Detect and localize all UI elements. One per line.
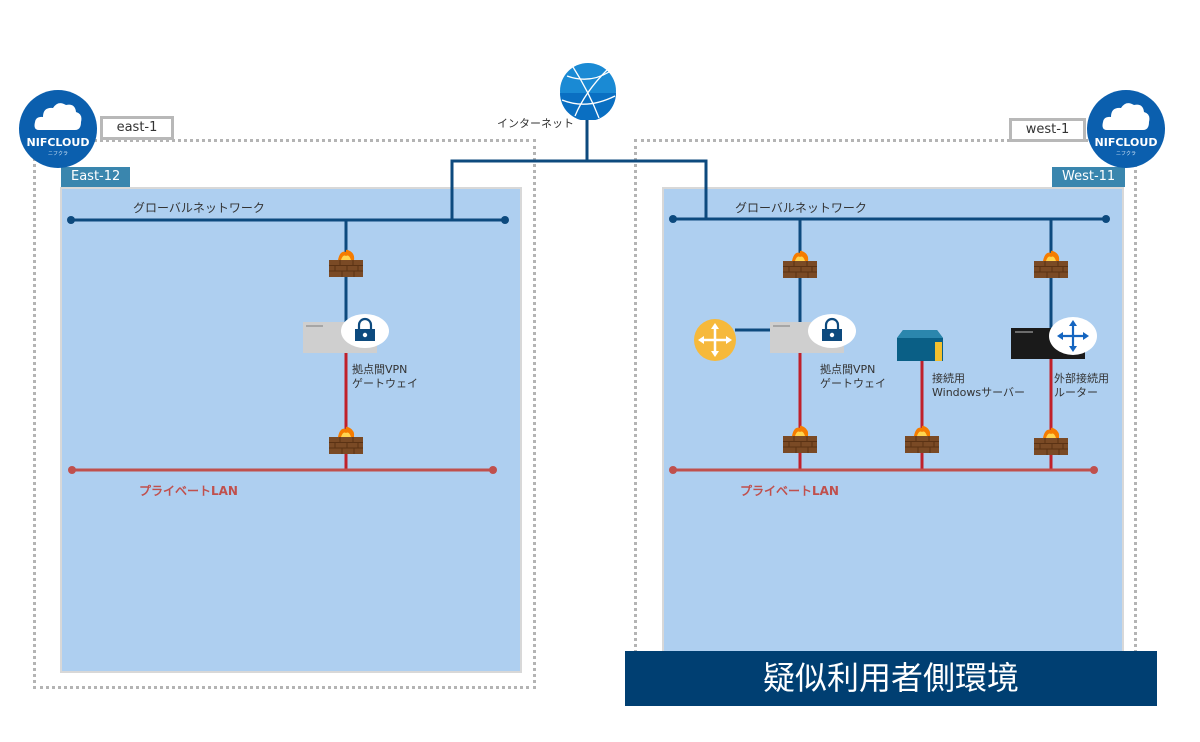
router-icon	[694, 319, 736, 361]
east-private-endpoint-right	[489, 466, 497, 474]
logo-brand: NIFCLOUD	[1094, 136, 1158, 149]
region-label-west: west-1	[1009, 118, 1086, 142]
west-windows-server-label: 接続用 Windowsサーバー	[932, 372, 1025, 400]
east-private-lan-label: プライベートLAN	[139, 484, 238, 498]
label-line2: Windowsサーバー	[932, 386, 1025, 399]
region-east-boundary	[33, 139, 536, 689]
label-line2: ゲートウェイ	[352, 377, 418, 390]
firewall-icon	[783, 250, 817, 278]
pseudo-user-environment-banner: 疑似利用者側環境	[625, 651, 1157, 706]
east-vpn-gateway-label: 拠点間VPN ゲートウェイ	[352, 363, 418, 391]
cloud-icon	[1102, 103, 1150, 130]
label-line1: 接続用	[932, 372, 965, 385]
west-global-endpoint-right	[1102, 215, 1110, 223]
east-global-endpoint-left	[67, 216, 75, 224]
west-private-endpoint-left	[669, 466, 677, 474]
zone-tag-east: East-12	[61, 167, 131, 187]
east-private-endpoint-left	[68, 466, 76, 474]
firewall-icon	[329, 426, 363, 454]
globe-icon	[560, 63, 616, 120]
west-private-endpoint-right	[1090, 466, 1098, 474]
label-line1: 外部接続用	[1054, 372, 1109, 385]
west-global-endpoint-left	[669, 215, 677, 223]
west-global-network-label: グローバルネットワーク	[735, 201, 867, 215]
vpn-gateway-icon	[770, 314, 856, 353]
region-label-east: east-1	[100, 116, 174, 140]
east-global-network-label: グローバルネットワーク	[133, 201, 265, 215]
firewall-icon	[905, 425, 939, 453]
east-global-endpoint-right	[501, 216, 509, 224]
label-line2: ゲートウェイ	[820, 377, 886, 390]
firewall-icon	[1034, 427, 1068, 455]
firewall-icon	[1034, 250, 1068, 278]
nifcloud-logo-west: NIFCLOUD ニフクラ	[1087, 90, 1165, 168]
firewall-icon	[783, 425, 817, 453]
label-line1: 拠点間VPN	[820, 363, 876, 376]
west-external-router-label: 外部接続用 ルーター	[1054, 372, 1109, 400]
logo-sub: ニフクラ	[47, 151, 68, 157]
vpn-gateway-icon	[303, 314, 389, 353]
internet-label: インターネット	[497, 117, 574, 130]
west-vpn-gateway-label: 拠点間VPN ゲートウェイ	[820, 363, 886, 391]
firewall-icon	[329, 249, 363, 277]
logo-brand: NIFCLOUD	[26, 136, 90, 149]
cloud-icon	[34, 103, 82, 130]
west-private-lan-label: プライベートLAN	[740, 484, 839, 498]
external-router-icon	[1011, 317, 1097, 359]
label-line1: 拠点間VPN	[352, 363, 408, 376]
label-line2: ルーター	[1054, 386, 1098, 399]
server-icon	[897, 330, 943, 361]
zone-tag-west: West-11	[1052, 167, 1126, 187]
nifcloud-logo-east: NIFCLOUD ニフクラ	[19, 90, 97, 168]
zone-east-12-panel	[60, 187, 522, 673]
internet-backbone	[450, 159, 708, 219]
logo-sub: ニフクラ	[1115, 151, 1136, 157]
